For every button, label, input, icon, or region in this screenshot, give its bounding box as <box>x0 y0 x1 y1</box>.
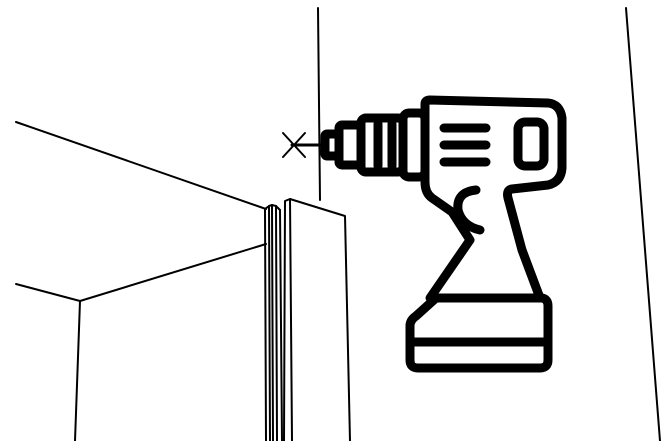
cabinet-top-back-edge <box>15 121 267 210</box>
door-panel-outline <box>283 198 351 441</box>
wall-corner-line-right <box>625 7 661 441</box>
drill-direction-switch <box>513 117 549 171</box>
drill-icon <box>290 95 567 373</box>
cabinet-top-diagonal-edge <box>79 243 267 302</box>
panel-edge-3 <box>271 204 274 441</box>
cabinet-top-front-edge <box>15 283 81 302</box>
panel-edge-5 <box>279 209 283 441</box>
drill-battery <box>405 293 553 373</box>
cabinet-side-edge <box>74 300 81 441</box>
panel-edge-1 <box>264 208 267 441</box>
panel-top-cap <box>264 204 281 211</box>
panel-edge-4 <box>275 205 278 441</box>
wall-corner-line-left <box>317 7 321 201</box>
panel-edge-2 <box>268 205 271 441</box>
door-panel-inner-edge <box>289 198 293 441</box>
wall <box>317 7 661 441</box>
drill-trigger <box>453 185 485 235</box>
cabinet <box>15 121 351 441</box>
